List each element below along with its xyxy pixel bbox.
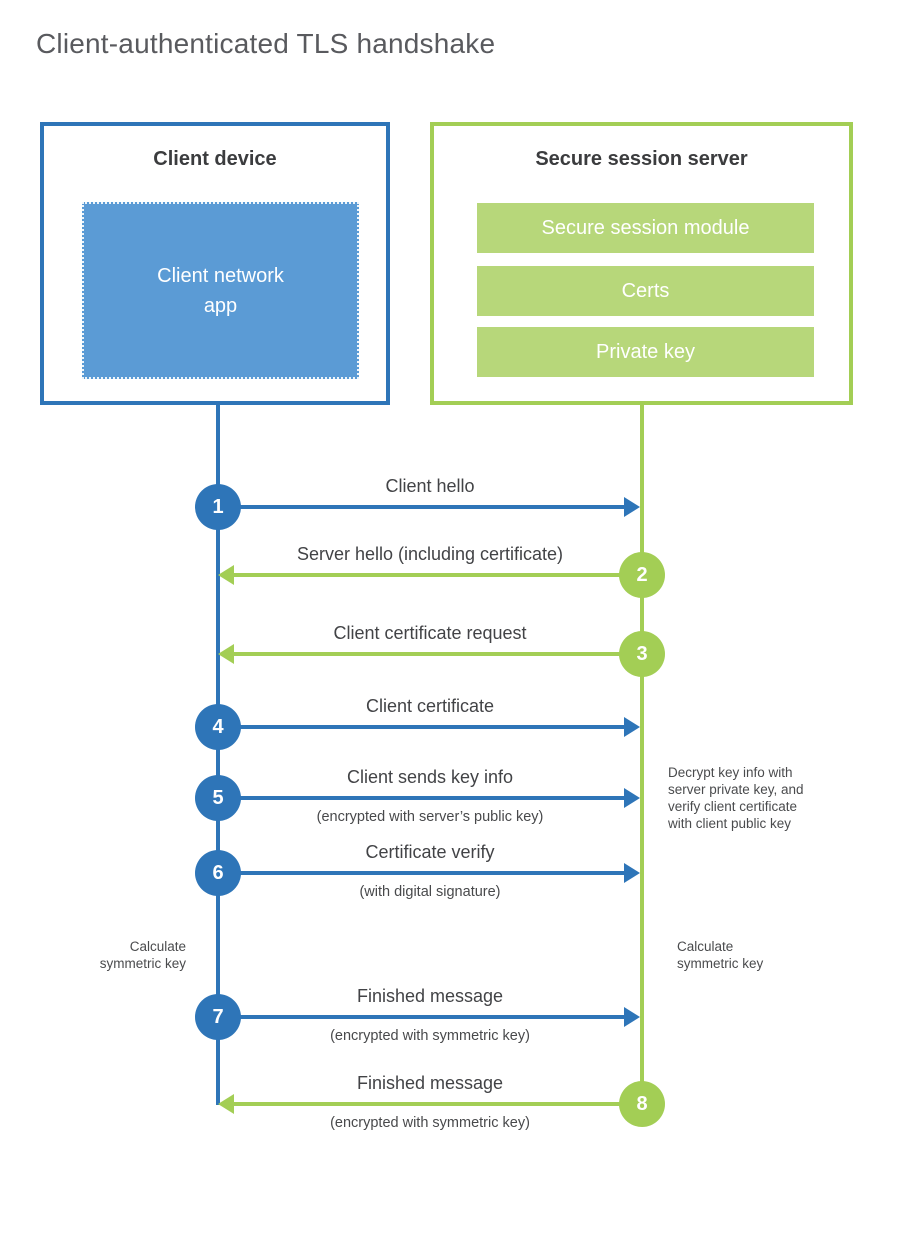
step6-number-badge: 6	[195, 850, 241, 896]
server-certs-bar: Certs	[477, 266, 814, 316]
step3-arrowhead-icon	[218, 644, 234, 664]
step6-arrowhead-icon	[624, 863, 640, 883]
client-lifeline	[216, 405, 220, 1105]
step7-arrow-line	[218, 1015, 624, 1019]
step8-sublabel: (encrypted with symmetric key)	[330, 1115, 530, 1131]
step7-sublabel: (encrypted with symmetric key)	[330, 1028, 530, 1044]
server-title: Secure session server	[535, 148, 748, 170]
step3-arrow-line	[234, 652, 642, 656]
step6-sublabel: (with digital signature)	[359, 884, 501, 900]
step7-number-badge: 7	[195, 994, 241, 1040]
client-device-title: Client device	[153, 148, 277, 170]
step8-number-badge: 8	[619, 1081, 665, 1127]
client-network-app-box: Client network app	[82, 202, 359, 379]
step8-label: Finished message	[356, 1073, 504, 1093]
step2-number-badge: 2	[619, 552, 665, 598]
calculate-symmetric-key-note-client: Calculate symmetric key	[99, 939, 186, 971]
server-module-bar: Secure session module	[477, 203, 814, 253]
step5-number-badge: 5	[195, 775, 241, 821]
step8-arrow-line	[234, 1102, 642, 1106]
step6-label: Certificate verify	[365, 842, 495, 862]
step4-arrow-line	[218, 725, 624, 729]
step5-sublabel: (encrypted with server’s public key)	[316, 809, 544, 825]
step5-arrowhead-icon	[624, 788, 640, 808]
step2-arrowhead-icon	[218, 565, 234, 585]
step5-label: Client sends key info	[346, 767, 514, 787]
calculate-symmetric-key-note-server: Calculate symmetric key	[677, 939, 764, 971]
server-private-key-bar: Private key	[477, 327, 814, 377]
step1-number-badge: 1	[195, 484, 241, 530]
step8-arrowhead-icon	[218, 1094, 234, 1114]
step3-number-badge: 3	[619, 631, 665, 677]
step1-label: Client hello	[385, 476, 475, 496]
page-title: Client-authenticated TLS handshake	[36, 28, 496, 59]
secure-session-server-box: Secure session server Secure session mod…	[430, 122, 853, 405]
client-app-label-line2: app	[203, 294, 238, 317]
step3-label: Client certificate request	[333, 623, 527, 643]
decrypt-key-note: Decrypt key info with server private key…	[668, 765, 804, 831]
step4-arrowhead-icon	[624, 717, 640, 737]
step6-arrow-line	[218, 871, 624, 875]
step7-label: Finished message	[356, 986, 504, 1006]
step1-arrow-line	[218, 505, 624, 509]
step7-arrowhead-icon	[624, 1007, 640, 1027]
step2-arrow-line	[234, 573, 642, 577]
step5-arrow-line	[218, 796, 624, 800]
step4-number-badge: 4	[195, 704, 241, 750]
step1-arrowhead-icon	[624, 497, 640, 517]
step4-label: Client certificate	[365, 696, 495, 716]
client-app-label-line1: Client network	[157, 264, 284, 287]
step2-label: Server hello (including certificate)	[296, 544, 564, 564]
server-lifeline	[640, 405, 644, 1104]
client-device-box: Client device Client network app	[40, 122, 390, 405]
